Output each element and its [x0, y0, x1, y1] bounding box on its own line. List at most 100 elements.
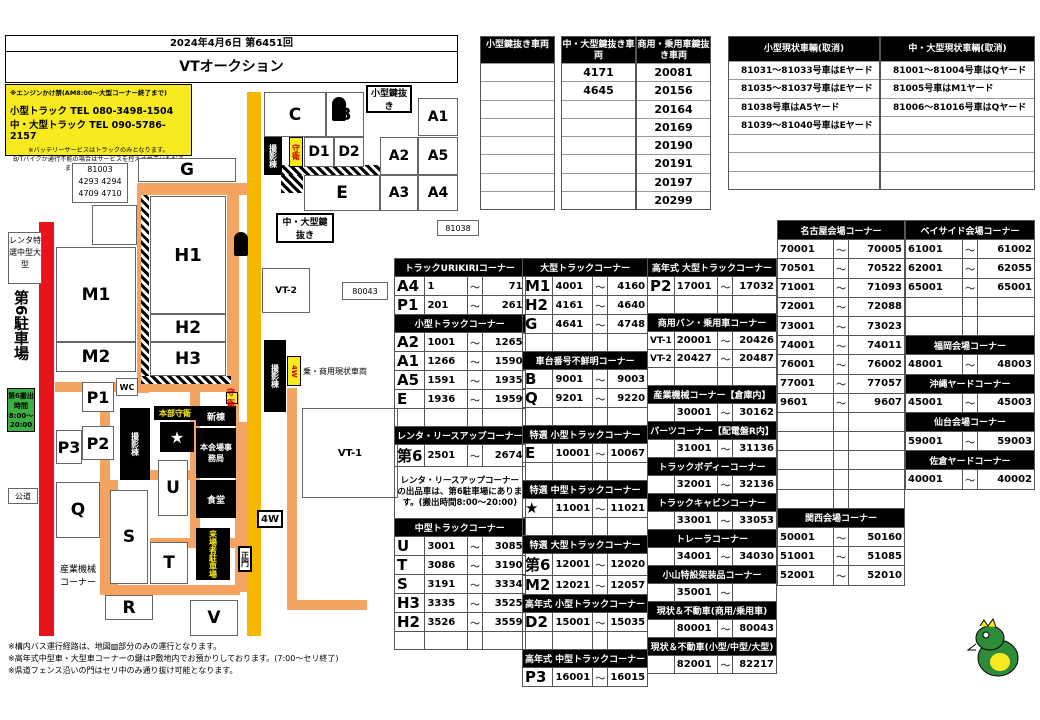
exit-time: 第6搬出時間8:00〜20:00 [7, 388, 35, 432]
zone-P1: P1 [82, 382, 114, 412]
range-start [552, 517, 594, 536]
table-row: トレーラコーナー [647, 529, 777, 548]
range-start: 33001 [673, 511, 719, 530]
location-code: H2 [393, 612, 426, 632]
sangyo-corner: 産業機械コーナー [56, 540, 100, 610]
yard_small-item: 81035〜81037号車はEヤード [729, 79, 879, 97]
location-code: G [521, 314, 554, 334]
yard_large-item: 81005号車はM1ヤード [881, 79, 1034, 97]
location-code: A1 [393, 351, 426, 371]
location-code [521, 333, 554, 352]
range-sep: 〜 [833, 239, 849, 260]
range-start: 4161 [552, 295, 594, 315]
location-code: P2 [647, 276, 675, 296]
header-box: 2024年4月6日 第6451回 VTオークション [5, 35, 458, 83]
key-col-item [481, 99, 554, 118]
range-end: 3085 [481, 536, 526, 556]
zone-P3: P3 [56, 430, 82, 464]
range-start [552, 631, 594, 650]
range-start: 1001 [424, 332, 468, 352]
range-start: 80001 [673, 619, 719, 638]
range-sep: 〜 [717, 403, 734, 422]
yard_large-item [881, 134, 1034, 152]
range-end: 61002 [976, 239, 1036, 260]
range-start: 76001 [777, 354, 834, 375]
range-sep [961, 296, 978, 317]
table-row: 72001〜72088 [777, 296, 905, 317]
yard_large-item: 81006〜81016号車はQヤード [881, 97, 1034, 116]
range-sep [833, 431, 849, 452]
table-row: 62001〜62055 [905, 258, 1036, 279]
range-end: 77057 [848, 373, 905, 394]
range-start: 20427 [673, 349, 719, 368]
rental-special: レンタ特選中型大型 [8, 232, 42, 284]
table-row: トラックURIKIRIコーナー [394, 258, 526, 277]
range-end [607, 462, 649, 481]
range-start: 61001 [905, 239, 963, 260]
table-row: レンタ・リースアップコーナー [394, 426, 526, 445]
location-code: 第6 [521, 553, 554, 576]
range-end: 65001 [976, 277, 1036, 298]
range-sep: 〜 [466, 351, 483, 371]
range-sep: 〜 [833, 315, 849, 337]
location-code: M2 [521, 575, 554, 595]
table-row: ★11001〜11021 [521, 498, 649, 518]
location-code: M1 [521, 276, 554, 296]
range-sep: 〜 [961, 258, 978, 279]
table-row: 大型トラックコーナー [521, 258, 649, 277]
table-row: 車台番号不鮮明コーナー [521, 351, 649, 370]
key-col-item [481, 117, 554, 136]
location-code [647, 655, 675, 674]
dragon-mascot-icon [966, 618, 1019, 677]
key-col-header: 中・大型鍵抜き車両 [562, 37, 635, 63]
range-sep: 〜 [717, 331, 734, 350]
range-end [848, 431, 905, 452]
location-code: A2 [393, 332, 426, 352]
range-end: 9003 [607, 369, 649, 389]
zone-U: U [158, 460, 188, 516]
battery-note: ※バッテリーサービスはトラックのみとなります。 [28, 147, 169, 154]
range-end [848, 488, 905, 509]
range-end: 62055 [976, 258, 1036, 279]
large-key-box: 中・大型鍵抜き [276, 213, 334, 243]
range-end: 4160 [607, 276, 649, 296]
range-start: 77001 [777, 373, 834, 394]
location-code: Q [521, 388, 554, 408]
range-start: 65001 [905, 277, 963, 298]
range-start: 48001 [905, 354, 963, 375]
location-code [647, 547, 675, 566]
yard_small-item [729, 134, 879, 152]
key-col-item [562, 136, 635, 154]
range-sep: 〜 [961, 392, 978, 413]
zone-VT1: VT-1 [302, 408, 398, 498]
table-row: 32001〜32136 [647, 475, 777, 494]
small-key-box: 小型鍵抜き [366, 85, 412, 113]
range-sep: 〜 [961, 354, 978, 375]
range-end: 45003 [976, 392, 1036, 413]
range-start: 3086 [424, 555, 468, 575]
range-sep: 〜 [833, 277, 849, 298]
table-row: 高年式 小型トラックコーナー [521, 594, 649, 613]
range-sep: 〜 [466, 574, 483, 594]
range-start: 16001 [552, 667, 594, 687]
range-sep: 〜 [717, 511, 734, 530]
range-end [607, 407, 649, 426]
table-row: 61001〜61002 [905, 239, 1036, 260]
zone-H3: H3 [150, 342, 226, 376]
table-row: ベイサイド会場コーナー [905, 219, 1035, 241]
table-row [393, 408, 526, 427]
section-header: トレーラコーナー [647, 529, 777, 548]
section-header: レンタ・リースアップコーナー [394, 426, 526, 445]
range-sep: 〜 [717, 655, 734, 674]
range-sep: 〜 [592, 295, 609, 315]
range-sep [833, 450, 849, 471]
range-sep: 〜 [833, 258, 849, 279]
zone-R: R [105, 595, 153, 620]
table-row: 52001〜52010 [777, 565, 905, 586]
range-start: 12001 [552, 553, 594, 576]
